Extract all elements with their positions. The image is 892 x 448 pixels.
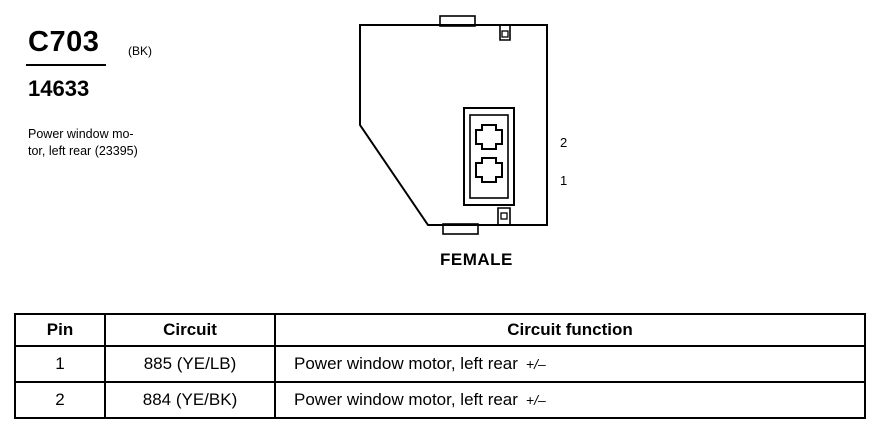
header-circuit-function: Circuit function (274, 313, 866, 347)
cell-pin: 2 (14, 381, 106, 419)
description-line: Power window mo- (28, 127, 134, 141)
terminal-cavity-outer (463, 107, 515, 206)
connector-face-diagram (359, 15, 548, 235)
top-latch-tab (439, 15, 476, 27)
header-pin: Pin (14, 313, 106, 347)
header-circuit: Circuit (104, 313, 276, 347)
cell-circuit: 884 (YE/BK) (104, 381, 276, 419)
terminal-cavity-inner (469, 114, 509, 199)
connector-description: Power window mo- tor, left rear (23395) (28, 126, 138, 160)
pin-label-2: 2 (560, 135, 568, 150)
connector-id: C703 (28, 26, 100, 58)
description-line: tor, left rear (23395) (28, 144, 138, 158)
bottom-notch-slot (500, 212, 508, 220)
part-number: 14633 (28, 76, 90, 101)
bottom-notch (497, 207, 511, 225)
cell-pin: 1 (14, 345, 106, 383)
table-row: 2 884 (YE/BK) Power window motor, left r… (14, 381, 866, 419)
top-notch (499, 25, 511, 41)
pin-label-1: 1 (560, 173, 568, 188)
cell-function: Power window motor, left rear +/– (274, 381, 866, 419)
bottom-latch-tab (442, 223, 479, 235)
table-header-row: Pin Circuit Circuit function (14, 313, 866, 347)
terminal-pin-1 (475, 157, 503, 183)
gender-label: FEMALE (440, 250, 513, 269)
cell-function: Power window motor, left rear +/– (274, 345, 866, 383)
top-notch-slot (501, 30, 509, 38)
connector-color: (BK) (128, 44, 152, 58)
polarity-text: +/– (525, 392, 546, 408)
connector-housing (359, 24, 548, 226)
pinout-table: Pin Circuit Circuit function 1 885 (YE/L… (14, 313, 866, 419)
table-row: 1 885 (YE/LB) Power window motor, left r… (14, 345, 866, 383)
polarity-text: +/– (525, 356, 546, 372)
title-underline (26, 64, 106, 66)
function-text: Power window motor, left rear (294, 354, 518, 373)
cell-circuit: 885 (YE/LB) (104, 345, 276, 383)
terminal-pin-2 (475, 124, 503, 150)
function-text: Power window motor, left rear (294, 390, 518, 409)
